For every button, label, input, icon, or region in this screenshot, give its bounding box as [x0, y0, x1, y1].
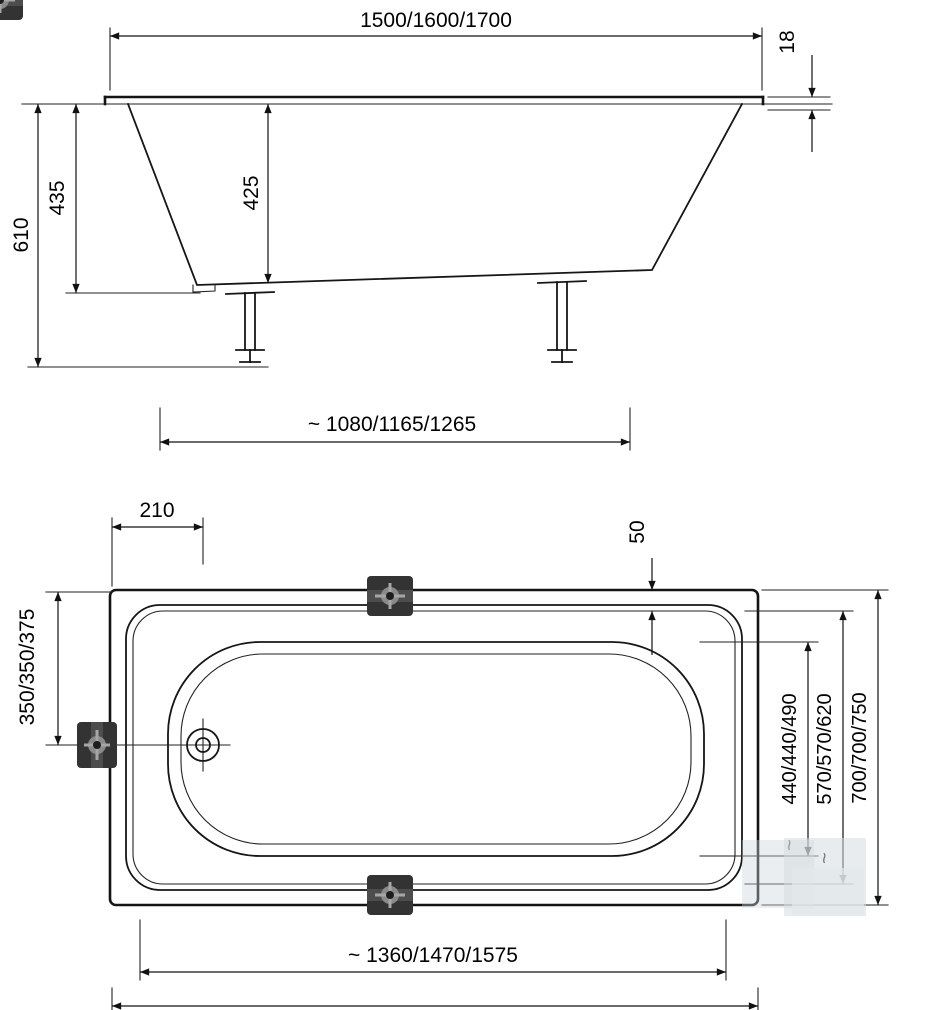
basin-edge	[167, 641, 705, 857]
dim-overall-width-label: 700/700/750	[849, 692, 871, 803]
bracket-left	[75, 720, 119, 770]
tub-outer-edge	[108, 588, 760, 907]
dim-bottom-cutoff	[111, 987, 759, 1010]
dim-body-height-label: 435	[46, 180, 69, 215]
dim-basin-width-label: 440/440/490	[779, 693, 801, 804]
dim-overall-height: 610	[10, 104, 269, 368]
tub-rim-line	[125, 604, 743, 891]
drain-trap	[192, 284, 216, 293]
dim-inner-depth: 425	[240, 104, 272, 283]
dim-bottom-length: ~ 1080/1165/1265	[159, 407, 631, 451]
side-view: 1500/1600/1700 18 610 435 425	[10, 9, 833, 451]
dim-drain-offset-label: 210	[139, 499, 174, 522]
dim-inner-length-label: ~ 1360/1470/1575	[348, 944, 518, 967]
dim-half-width: 350/350/375	[16, 591, 113, 746]
left-leg	[225, 291, 275, 363]
dim-inner-length: ~ 1360/1470/1575	[139, 919, 727, 981]
dim-overall-width: 700/700/750	[761, 589, 889, 906]
bracket-bottom	[365, 873, 415, 917]
dim-overall-height-label: 610	[10, 217, 33, 252]
dim-overall-length-label: 1500/1600/1700	[360, 9, 512, 32]
dim-bottom-length-label: ~ 1080/1165/1265	[308, 413, 476, 436]
dim-rim-thickness-label: 18	[776, 30, 799, 53]
right-leg	[537, 280, 587, 363]
tub-profile	[126, 102, 744, 286]
mounting-bracket	[0, 0, 23, 20]
tub-rim-inner-line	[132, 610, 736, 885]
plan-view: 210 50 350/350/375 440/440/490 ~ 57	[0, 0, 889, 1010]
basin-floor	[180, 653, 692, 845]
dim-half-width-label: 350/350/375	[16, 609, 39, 726]
dim-body-height: 435	[46, 104, 201, 294]
dim-rim-thickness: 18	[767, 30, 831, 152]
bracket-top	[365, 574, 415, 618]
dim-inner-rim-width-label: 570/570/620	[814, 693, 836, 804]
watermark	[742, 838, 866, 916]
dim-rim-width: 50	[626, 520, 656, 655]
dim-rim-width-label: 50	[626, 520, 649, 543]
dim-inner-depth-label: 425	[240, 175, 263, 210]
dim-overall-length: 1500/1600/1700	[109, 9, 763, 91]
dim-drain-offset: 210	[111, 499, 204, 587]
